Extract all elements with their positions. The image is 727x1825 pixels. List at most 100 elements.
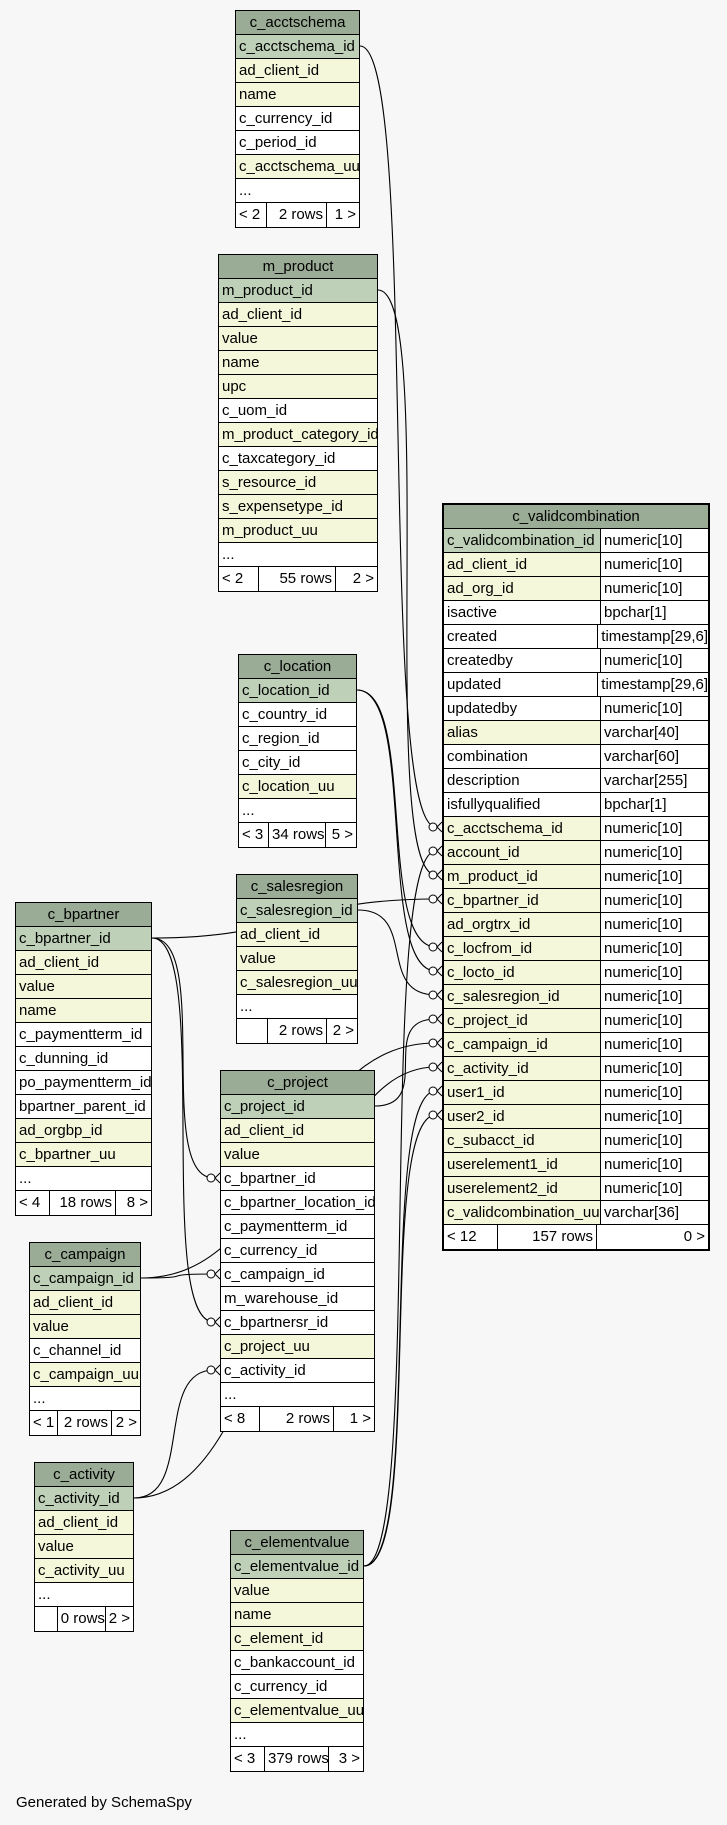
column-row: c_region_id <box>239 727 356 751</box>
optional-marker <box>428 846 438 856</box>
column-name: combination <box>447 745 601 768</box>
optional-marker <box>206 1173 216 1183</box>
column-row: name <box>219 351 377 375</box>
column-type: numeric[10] <box>601 1033 708 1056</box>
column-row: value <box>16 975 151 999</box>
footer-parents: < 3 <box>231 1747 265 1771</box>
table-title: c_elementvalue <box>231 1531 363 1555</box>
column-row: c_paymentterm_id <box>221 1215 374 1239</box>
column-row: name <box>236 83 359 107</box>
column-row: c_elementvalue_id <box>231 1555 363 1579</box>
column-row: name <box>231 1603 363 1627</box>
column-row: c_project_id <box>221 1095 374 1119</box>
column-name: c_campaign_id <box>447 1033 601 1056</box>
footer-parents: < 3 <box>239 823 269 847</box>
column-row: c_project_uu <box>221 1335 374 1359</box>
column-row: c_uom_id <box>219 399 377 423</box>
column-row: ad_orgbp_id <box>16 1119 151 1143</box>
column-row: ad_client_id <box>236 59 359 83</box>
optional-marker <box>428 870 438 880</box>
footer-row-count: 55 rows <box>259 567 336 591</box>
column-name: userelement1_id <box>447 1153 601 1176</box>
column-row: s_resource_id <box>219 471 377 495</box>
column-name: ad_org_id <box>447 577 601 600</box>
column-name: c_activity_id <box>447 1057 601 1080</box>
footer-parents: < 1 <box>30 1411 58 1435</box>
column-name: user2_id <box>447 1105 601 1128</box>
column-row: c_salesregion_id <box>237 899 357 923</box>
column-row: c_bpartner_id <box>16 927 151 951</box>
column-type: varchar[60] <box>604 748 680 765</box>
column-row: c_activity_id <box>35 1487 133 1511</box>
column-type: numeric[10] <box>601 1129 708 1152</box>
column-row: m_product_uu <box>219 519 377 543</box>
column-row: value <box>221 1143 374 1167</box>
footer-children: 2 > <box>332 1022 354 1039</box>
footer-parents <box>237 1019 268 1043</box>
column-row: m_product_category_id <box>219 423 377 447</box>
column-type: numeric[10] <box>601 1153 708 1176</box>
optional-marker <box>206 1269 216 1279</box>
relationship-line <box>356 689 437 972</box>
column-row: c_channel_id <box>30 1339 140 1363</box>
column-row: c_acctschema_id <box>236 35 359 59</box>
column-type: numeric[10] <box>601 841 708 864</box>
footer-parents: < 8 <box>221 1407 260 1431</box>
relationship-line <box>151 937 215 1323</box>
column-row: c_location_id <box>239 679 356 703</box>
footer-row-count: 2 rows <box>58 1411 112 1435</box>
table-title: c_location <box>239 655 356 679</box>
column-row: c_currency_id <box>236 107 359 131</box>
footer-row-count: 2 rows <box>267 203 327 227</box>
column-row: c_element_id <box>231 1627 363 1651</box>
column-type: numeric[10] <box>601 889 708 912</box>
column-name: account_id <box>447 841 601 864</box>
column-row: c_bpartner_id <box>221 1167 374 1191</box>
column-row: ... <box>237 995 357 1019</box>
column-name: isfullyqualified <box>447 793 601 816</box>
column-row: upc <box>219 375 377 399</box>
column-name: c_validcombination_uu <box>447 1201 601 1224</box>
column-name: updated <box>447 673 599 696</box>
column-row: c_elementvalue_uu <box>231 1699 363 1723</box>
column-row: ... <box>30 1387 140 1411</box>
column-row: ... <box>221 1383 374 1407</box>
footer-children: 1 > <box>334 206 356 223</box>
footer-row-count: 2 rows <box>260 1407 334 1431</box>
column-row: ad_client_id <box>221 1119 374 1143</box>
column-type: numeric[10] <box>601 913 708 936</box>
relationship-line <box>357 909 437 996</box>
column-name: c_salesregion_id <box>447 985 601 1008</box>
footer-row-count: 34 rows <box>269 823 326 847</box>
column-row: value <box>219 327 377 351</box>
column-name: user1_id <box>447 1081 601 1104</box>
column-type: numeric[10] <box>601 961 708 984</box>
